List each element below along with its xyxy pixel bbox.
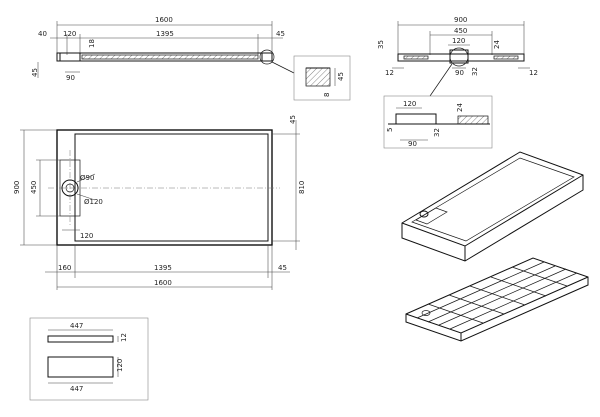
dim-right-middle-width: 450 (454, 27, 467, 35)
dim-plan-half-height: 450 (30, 181, 38, 194)
dim-right-total-width: 900 (454, 16, 467, 24)
dim-top-right-offset: 45 (276, 30, 285, 38)
dim-plan-right-offset-bottom: 45 (278, 264, 287, 272)
dim-right-depth-24: 24 (493, 40, 501, 49)
isometric-grid-view (405, 257, 589, 342)
dim-plan-inner-length: 1395 (154, 264, 172, 272)
dim-top-middle-length: 1395 (156, 30, 174, 38)
dim-right-left-edge: 12 (385, 69, 394, 77)
dim-top-total-length: 1600 (155, 16, 173, 24)
dim-right-channel-width: 120 (452, 37, 465, 45)
dim-detail-channel-width: 120 (403, 100, 416, 108)
dim-plan-total-length: 1600 (154, 279, 172, 287)
dim-grate-bottom-height: 120 (116, 359, 124, 372)
dim-plan-inner-height: 810 (298, 181, 306, 194)
top-section-view: 1600 40 120 1395 45 18 45 90 45 8 (31, 16, 351, 101)
dim-right-drain-width: 90 (455, 69, 464, 77)
right-detail-view: 120 24 5 32 90 (383, 95, 493, 149)
plan-view: 900 450 Ø90 Ø120 120 810 45 160 1395 45 … (13, 115, 306, 290)
dim-grate-bottom-width: 447 (70, 385, 83, 393)
dim-plan-height: 900 (13, 181, 21, 194)
dim-top-channel-width: 120 (63, 30, 76, 38)
dim-grate-top-height: 12 (120, 333, 128, 342)
dim-top-left-offset: 40 (38, 30, 47, 38)
dim-right-right-edge: 12 (529, 69, 538, 77)
right-top-section-view: 900 450 120 35 24 12 90 32 12 (377, 16, 538, 97)
dim-detail-edge-5: 5 (386, 128, 394, 132)
dim-detail-depth-32: 32 (433, 128, 441, 137)
isometric-tray-view (401, 151, 584, 262)
grate-detail-view: 447 12 120 447 (29, 317, 149, 401)
dim-plan-drain-diameter: Ø90 (80, 174, 94, 182)
dim-grate-top-width: 447 (70, 322, 83, 330)
dim-plan-outer-diameter: Ø120 (84, 198, 103, 206)
dim-top-height: 45 (31, 68, 39, 77)
dim-plan-right-offset-top: 45 (289, 115, 297, 124)
dim-right-height: 35 (377, 40, 385, 49)
dim-plan-channel-width: 120 (80, 232, 93, 240)
dim-top-drain-width: 90 (66, 74, 75, 82)
dim-right-depth-32: 32 (471, 67, 479, 76)
dim-detail-depth-24: 24 (456, 103, 464, 112)
dim-top-edge-height: 18 (88, 39, 96, 48)
dim-detail-drain-width: 90 (408, 140, 417, 148)
dim-detail-height: 45 (337, 72, 345, 81)
dim-detail-depth: 8 (323, 93, 331, 97)
dim-plan-left-width: 160 (58, 264, 71, 272)
